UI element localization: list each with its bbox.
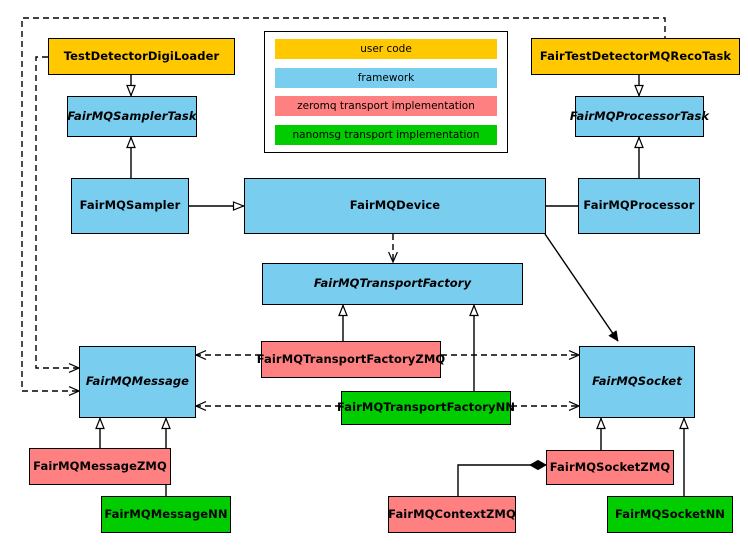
class-box-fair-test-detector-mq-reco-task[interactable]: FairTestDetectorMQRecoTask <box>531 38 740 75</box>
class-label: FairMQMessageNN <box>104 506 228 521</box>
class-box-fairmq-socket-zmq[interactable]: FairMQSocketZMQ <box>546 450 674 485</box>
class-label: FairTestDetectorMQRecoTask <box>539 48 732 63</box>
legend-item-user-code: user code <box>275 39 497 59</box>
class-label: FairMQContextZMQ <box>388 506 516 521</box>
class-label: FairMQTransportFactoryNN <box>336 400 516 415</box>
legend-label: nanomsg transport implementation <box>292 128 480 141</box>
class-box-fairmq-socket-nn[interactable]: FairMQSocketNN <box>607 496 733 533</box>
class-box-fairmq-device[interactable]: FairMQDevice <box>244 178 546 234</box>
class-label: FairMQSocket <box>592 374 682 389</box>
legend-item-zeromq: zeromq transport implementation <box>275 96 497 117</box>
class-box-test-detector-digi-loader[interactable]: TestDetectorDigiLoader <box>48 38 235 75</box>
class-label: FairMQTransportFactoryZMQ <box>256 351 446 366</box>
legend-label: zeromq transport implementation <box>297 100 475 113</box>
class-label: FairMQDevice <box>349 198 441 213</box>
legend-label: framework <box>357 71 415 84</box>
class-box-fairmq-transport-factory-zmq[interactable]: FairMQTransportFactoryZMQ <box>257 341 445 378</box>
class-box-fairmq-transport-factory-nn[interactable]: FairMQTransportFactoryNN <box>337 391 515 425</box>
class-box-fairmq-socket[interactable]: FairMQSocket <box>579 346 695 418</box>
class-label: FairMQSocketNN <box>614 506 726 521</box>
class-label: FairMQProcessorTask <box>569 108 710 123</box>
class-box-fairmq-context-zmq[interactable]: FairMQContextZMQ <box>388 496 516 533</box>
class-box-fairmq-processor[interactable]: FairMQProcessor <box>578 178 700 234</box>
class-label: FairMQSocketZMQ <box>549 459 671 474</box>
class-box-fairmq-message-zmq[interactable]: FairMQMessageZMQ <box>29 448 171 485</box>
class-label: FairMQMessage <box>85 374 190 389</box>
class-box-fairmq-processor-task[interactable]: FairMQProcessorTask <box>570 96 709 137</box>
class-label: FairMQTransportFactory <box>313 276 472 291</box>
class-label: FairMQSamplerTask <box>67 108 197 123</box>
edge-socketzmq-composition-contextzmq <box>457 459 548 496</box>
legend-label: user code <box>360 43 412 55</box>
class-box-fairmq-sampler-task[interactable]: FairMQSamplerTask <box>67 96 197 137</box>
class-box-fairmq-transport-factory[interactable]: FairMQTransportFactory <box>262 263 523 305</box>
legend-item-nanomsg: nanomsg transport implementation <box>275 124 497 145</box>
class-label: FairMQSampler <box>79 198 181 213</box>
legend-panel: user code framework zeromq transport imp… <box>264 31 508 153</box>
class-box-fairmq-sampler[interactable]: FairMQSampler <box>71 178 189 234</box>
class-box-fairmq-message[interactable]: FairMQMessage <box>79 346 196 418</box>
class-label: FairMQMessageZMQ <box>33 458 167 473</box>
class-label: FairMQProcessor <box>583 198 695 213</box>
class-box-fairmq-message-nn[interactable]: FairMQMessageNN <box>101 496 231 533</box>
class-label: TestDetectorDigiLoader <box>63 48 220 63</box>
legend-item-framework: framework <box>275 67 497 88</box>
edge-device-to-socket <box>544 233 619 341</box>
